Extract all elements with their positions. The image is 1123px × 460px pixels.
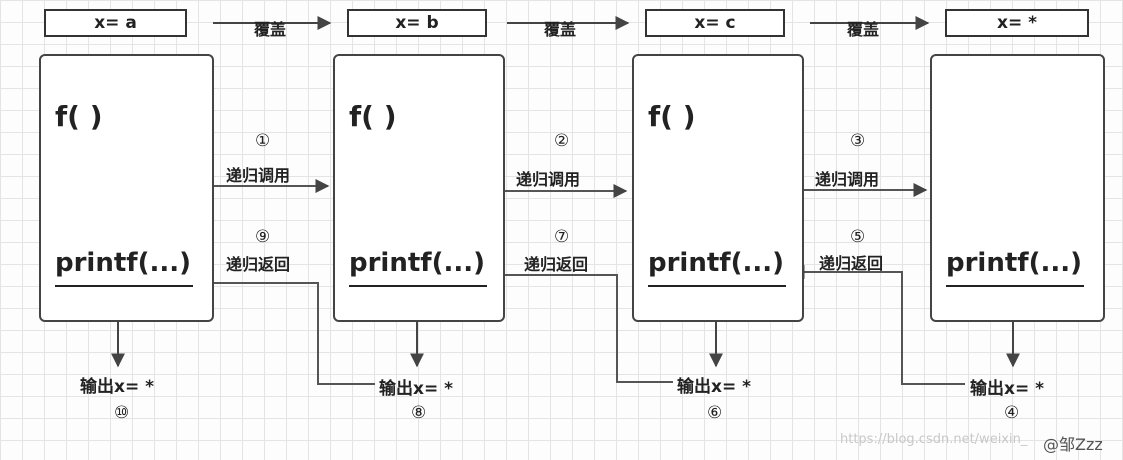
watermark-url: https://blog.csdn.net/weixin_ [840,432,1028,447]
output-text: 输出x= * [970,379,1045,399]
output-step-number: ⑧ [411,403,427,423]
return-arrow [490,268,673,383]
variable-box-star: x= * [945,9,1089,37]
output-step-number: ④ [1004,403,1020,423]
printf-label: printf(...) [946,248,1082,278]
return-label: 递归返回 [524,255,589,274]
call-step-number: ① [255,131,271,151]
overwrite-label: 覆盖 [847,20,880,39]
variable-box-a: x= a [44,9,187,37]
output-step-number: ⑩ [114,403,130,423]
call-label: 递归调用 [516,170,581,189]
printf-underline [349,285,487,287]
return-step-number: ⑤ [850,227,866,247]
return-arrow [194,276,375,385]
call-label: 递归调用 [226,166,291,185]
printf-underline [946,285,1084,287]
call-frame-3: f( ) printf(...) [632,54,804,322]
return-label: 递归返回 [226,255,291,274]
output-text: 输出x= * [677,377,752,397]
call-frame-2: f( ) printf(...) [333,54,505,322]
watermark-author: @邹Zzz [1043,435,1103,454]
overwrite-label: 覆盖 [544,20,577,39]
return-label: 递归返回 [819,254,884,273]
output-step-number: ⑥ [707,403,723,423]
output-text: 输出x= * [80,377,155,397]
printf-label: printf(...) [648,248,784,278]
call-step-number: ② [554,131,570,151]
function-label: f( ) [648,100,696,133]
output-text: 输出x= * [379,379,454,399]
function-label: f( ) [55,100,103,133]
return-arrow [790,265,965,385]
variable-box-c: x= c [645,9,785,37]
call-label: 递归调用 [815,170,880,189]
function-label: f( ) [349,100,397,133]
printf-underline [648,285,786,287]
overwrite-label: 覆盖 [254,20,287,39]
return-step-number: ⑦ [554,227,570,247]
printf-underline [55,285,193,287]
call-frame-4: printf(...) [930,54,1105,322]
printf-label: printf(...) [55,248,191,278]
return-step-number: ⑨ [255,227,271,247]
printf-label: printf(...) [349,248,485,278]
call-step-number: ③ [850,131,866,151]
call-frame-1: f( ) printf(...) [39,54,214,322]
variable-box-b: x= b [347,9,487,37]
